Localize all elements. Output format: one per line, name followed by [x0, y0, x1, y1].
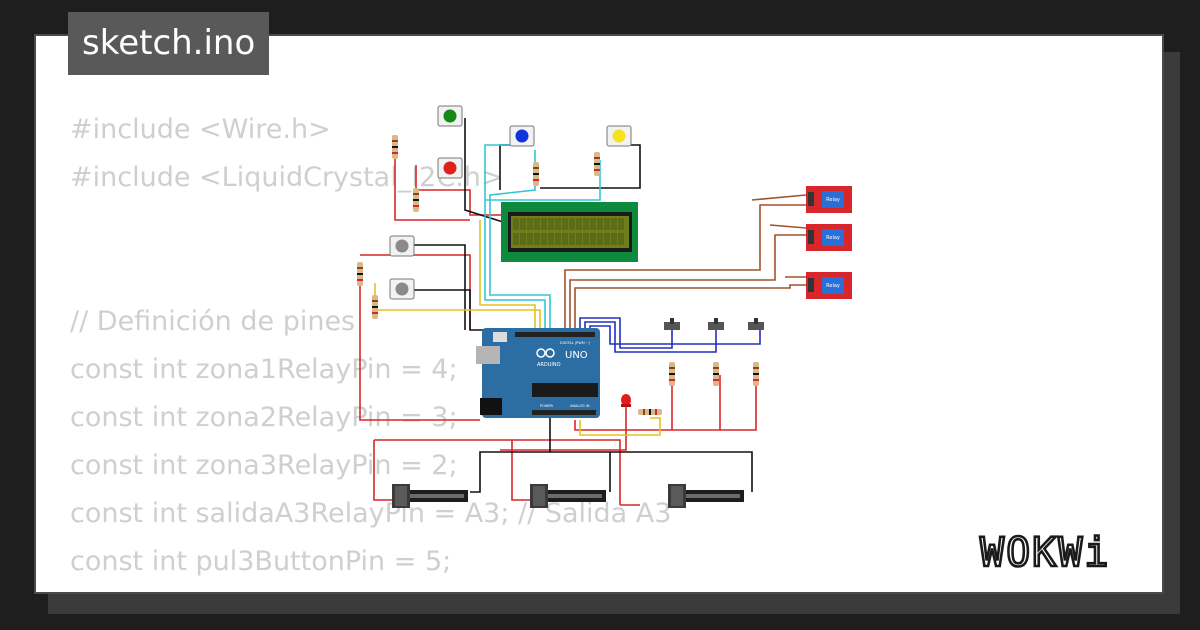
slide-potentiometer	[668, 484, 744, 508]
filename-tab: sketch.ino	[68, 12, 270, 75]
relay-module: Relay	[806, 186, 852, 213]
relay-label: Relay	[826, 197, 840, 203]
button-gray	[389, 235, 415, 257]
arduino-uno: UNO ARDUINO DIGITAL (PWM ~) POWER ANALOG…	[476, 328, 600, 418]
resistor	[638, 409, 662, 415]
resistor	[533, 162, 539, 186]
button-red	[437, 157, 463, 179]
preview-card: #include <Wire.h>#include <LiquidCrystal…	[34, 34, 1164, 594]
resistor	[413, 188, 419, 212]
relay-modules: Relay Relay Relay	[806, 186, 852, 299]
code-line: const int zona3RelayPin = 2;	[70, 450, 458, 481]
code-line: #include <Wire.h>	[70, 114, 331, 145]
code-line: const int pul3ButtonPin = 5;	[70, 546, 452, 577]
resistors	[357, 135, 759, 415]
code-line: const int zona2RelayPin = 3;	[70, 402, 458, 433]
arduino-brand: ARDUINO	[537, 362, 561, 368]
resistor	[713, 362, 719, 386]
resistor	[669, 362, 675, 386]
push-buttons	[389, 105, 632, 300]
code-line: // Definición de pines	[70, 306, 356, 337]
relay-label: Relay	[826, 283, 840, 289]
arduino-power-header: POWER	[540, 404, 554, 408]
button-green	[437, 105, 463, 127]
button-blue	[509, 125, 535, 147]
wokwi-logo: WOKWi	[979, 529, 1110, 574]
slide-potentiometer	[530, 484, 606, 508]
slide-switch	[748, 318, 764, 330]
resistor	[594, 152, 600, 176]
wokwi-logo-text: WOKWi	[980, 530, 1110, 574]
code-line: const int zona1RelayPin = 4;	[70, 354, 458, 385]
code-line: const int salidaA3RelayPin = A3; // Sali…	[70, 498, 672, 529]
relay-module: Relay	[806, 272, 852, 299]
button-yellow	[606, 125, 632, 147]
led-red	[621, 394, 631, 407]
slide-switch	[664, 318, 680, 330]
lcd-display	[501, 202, 638, 262]
arduino-digital-header: DIGITAL (PWM ~)	[560, 341, 591, 345]
arduino-model: UNO	[565, 350, 588, 361]
relay-module: Relay	[806, 224, 852, 251]
code-preview: #include <Wire.h>#include <LiquidCrystal…	[70, 106, 672, 592]
resistor	[753, 362, 759, 386]
slide-switch	[708, 318, 724, 330]
button-gray	[389, 278, 415, 300]
resistor	[372, 295, 378, 319]
wires	[359, 118, 807, 506]
slide-potentiometers	[392, 484, 744, 508]
slide-switches	[664, 318, 764, 330]
slide-potentiometer	[392, 484, 468, 508]
resistor	[392, 135, 398, 159]
arduino-analog-header: ANALOG IN	[570, 404, 590, 408]
resistor	[357, 262, 363, 286]
arduino-logo	[536, 348, 555, 358]
relay-label: Relay	[826, 235, 840, 241]
